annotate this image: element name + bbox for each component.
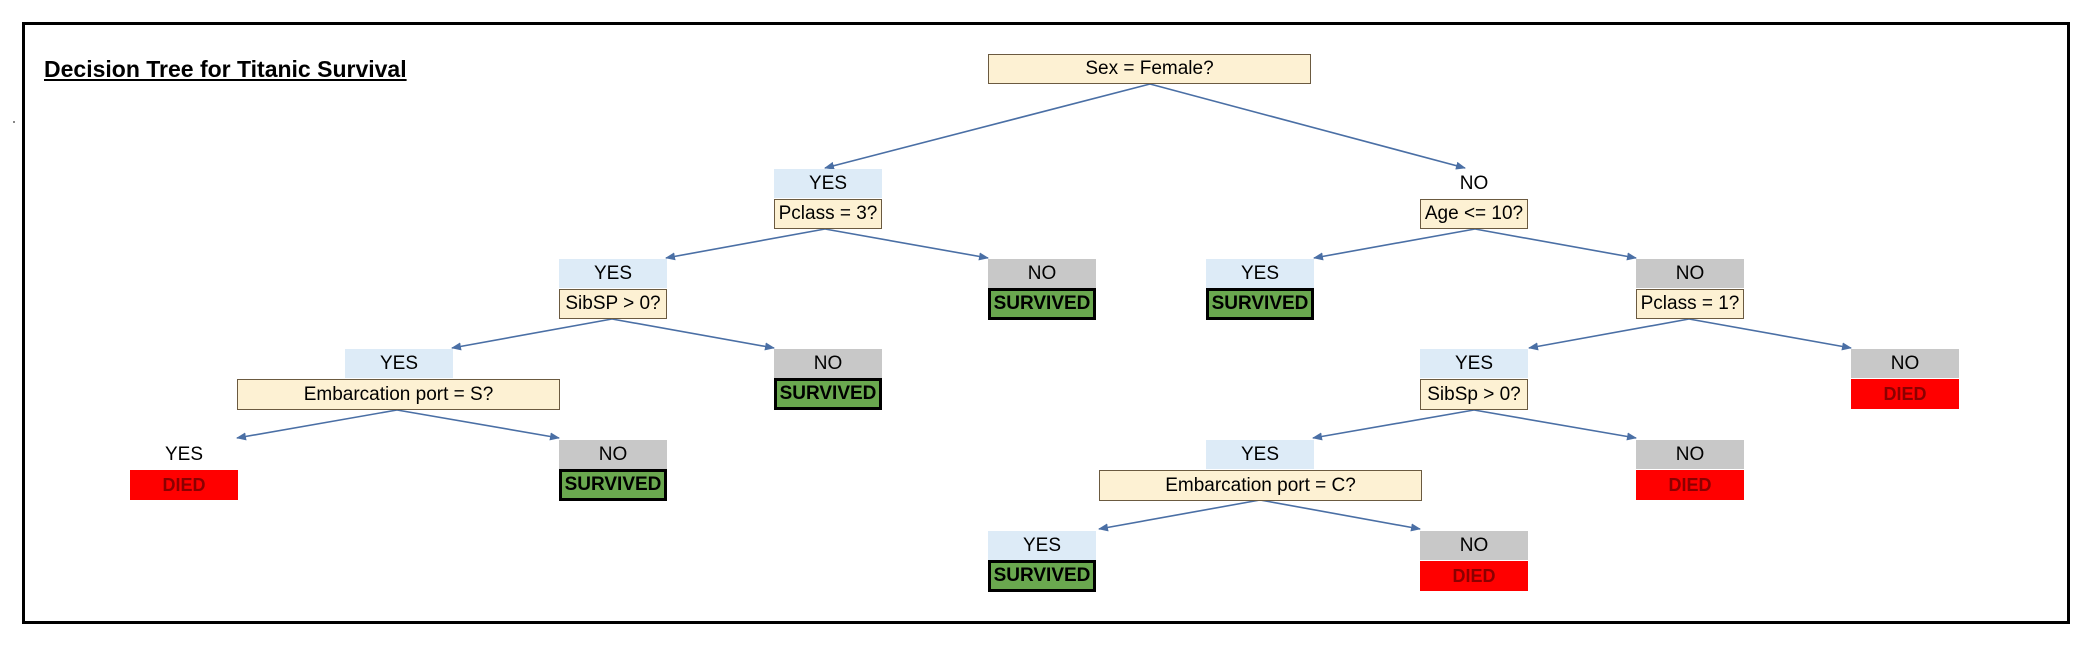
diagram-title: Decision Tree for Titanic Survival [44,56,407,82]
edge-pclass1-yes [1528,318,1690,351]
edge-sibsp-no [611,318,775,351]
label-yes: YES [559,259,667,288]
edge-sibsp2-yes [1312,409,1475,441]
stray-dot [13,121,15,123]
diagram-frame [22,22,2070,624]
outcome-survived: SURVIVED [988,288,1096,320]
node-port-c-question: Embarcation port = C? [1099,470,1422,501]
label-no: NO [1420,531,1528,560]
label-no: NO [774,349,882,378]
edge-portC-no [1259,499,1421,532]
edge-age-yes [1313,228,1476,261]
edge-root-no [1149,83,1466,170]
node-pclass3-question: Pclass = 3? [774,199,882,229]
outcome-died: DIED [1636,470,1744,500]
node-sibsp-question: SibSP > 0? [559,289,667,319]
label-yes: YES [1206,440,1314,469]
label-no: NO [1851,349,1959,378]
node-pclass1-question: Pclass = 1? [1636,289,1744,319]
label-no: NO [988,259,1096,288]
label-yes: YES [1420,349,1528,378]
label-yes: YES [164,443,204,465]
edge-pclass3-yes [665,228,826,261]
node-sex-question: Sex = Female? [988,54,1311,84]
outcome-survived: SURVIVED [988,560,1096,592]
node-sibsp2-question: SibSp > 0? [1420,379,1528,410]
label-yes: YES [988,531,1096,560]
outcome-died: DIED [1420,561,1528,591]
label-no: NO [1459,172,1489,194]
node-port-s-question: Embarcation port = S? [237,379,560,410]
label-yes: YES [1206,259,1314,288]
edge-pclass3-no [824,228,989,261]
label-no: NO [1636,440,1744,469]
edge-portS-yes [236,409,398,441]
outcome-survived: SURVIVED [1206,288,1314,320]
outcome-died: DIED [130,470,238,500]
edge-portS-no [396,409,560,441]
label-no: NO [1636,259,1744,288]
outcome-survived: SURVIVED [559,469,667,501]
edge-pclass1-no [1688,318,1852,351]
label-yes: YES [345,349,453,378]
node-age-question: Age <= 10? [1420,199,1528,229]
outcome-died: DIED [1851,379,1959,409]
edge-sibsp2-no [1473,409,1637,441]
edge-root-yes [824,83,1151,170]
edge-sibsp-yes [451,318,613,351]
edge-portC-yes [1098,499,1261,532]
edge-age-no [1474,228,1637,261]
label-no: NO [559,440,667,469]
outcome-survived: SURVIVED [774,378,882,410]
label-yes: YES [774,169,882,198]
